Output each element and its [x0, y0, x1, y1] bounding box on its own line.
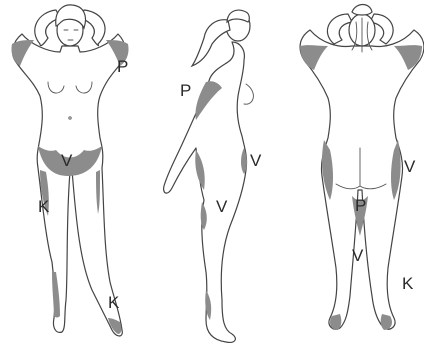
- back-label-v-legs: V: [352, 247, 363, 264]
- back-label-p: P: [355, 197, 366, 214]
- front-figure: [11, 5, 128, 336]
- back-left-arm: [327, 14, 352, 44]
- back-label-v-hip: V: [404, 158, 415, 175]
- side-breast: [244, 84, 253, 104]
- front-label-k-ankle: K: [108, 294, 119, 311]
- side-label-p: P: [180, 82, 191, 99]
- side-figure: [164, 10, 254, 342]
- front-body-silhouette: [13, 34, 126, 336]
- front-label-v: V: [61, 152, 72, 169]
- front-label-p: P: [117, 58, 128, 75]
- side-label-v-thigh: V: [216, 198, 227, 215]
- back-label-k: K: [402, 275, 413, 292]
- side-ponytail: [192, 20, 230, 66]
- front-label-k-thigh: K: [38, 198, 49, 215]
- back-hair-bun: [352, 5, 372, 16]
- side-label-v-hip: V: [250, 152, 261, 169]
